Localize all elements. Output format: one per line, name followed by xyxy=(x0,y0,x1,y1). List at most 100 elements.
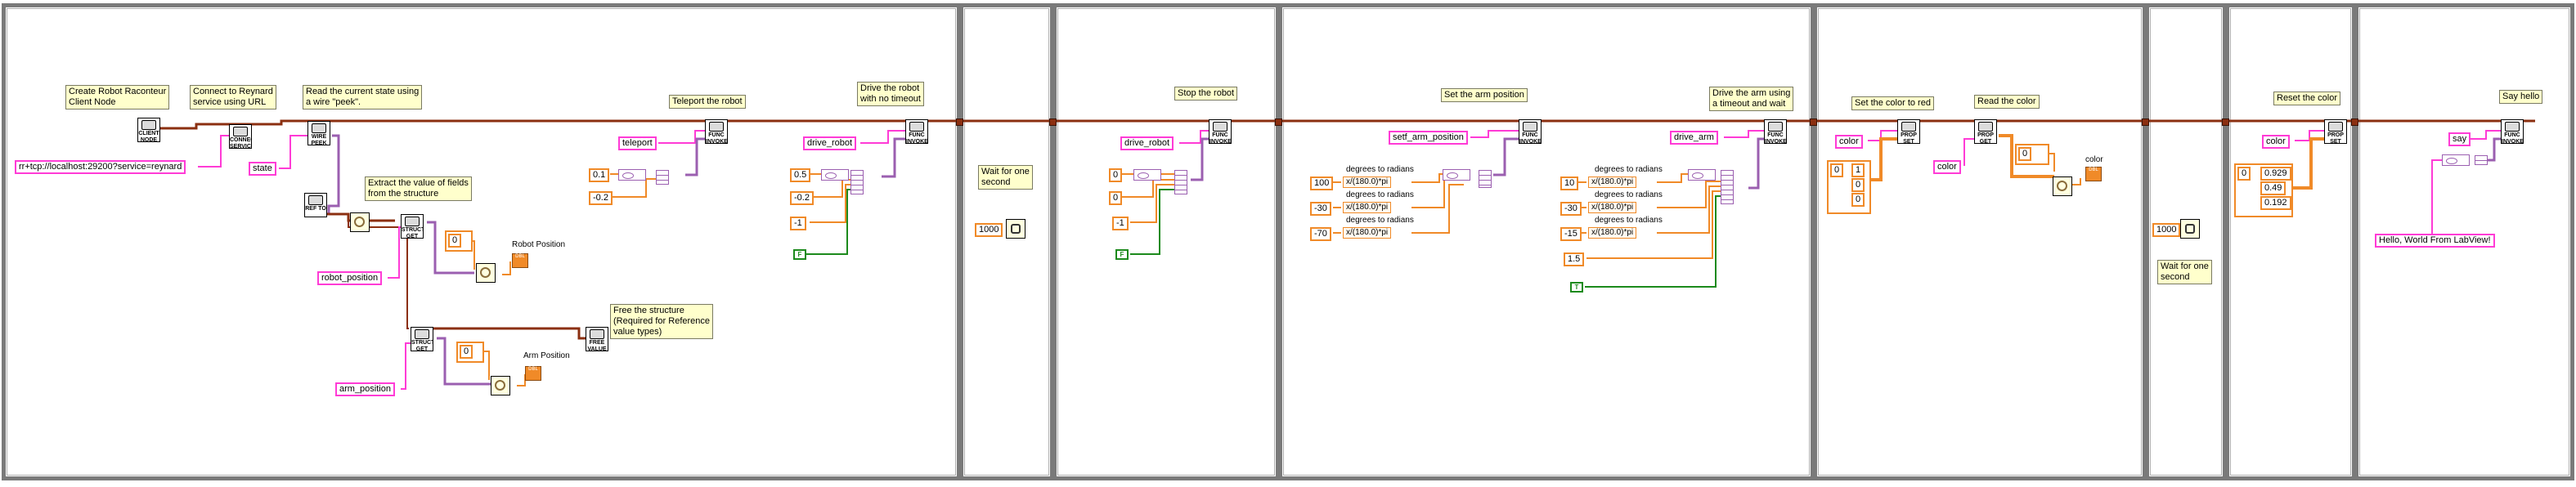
free-icon xyxy=(590,329,604,339)
free-value-vi[interactable]: FREE VALUE xyxy=(586,327,608,351)
stop-v2-wire xyxy=(1122,179,1174,198)
reset-value-2[interactable]: 0.49 xyxy=(2260,181,2287,195)
arm-position-label: Arm Position xyxy=(523,351,570,360)
tunnel xyxy=(1049,118,1057,126)
color-array-index[interactable]: 0 xyxy=(1830,163,1844,177)
func-invoke-stop[interactable]: FUNC INVOKE xyxy=(1209,119,1232,144)
color-set-constant[interactable]: color xyxy=(1835,135,1863,149)
note-say-hello: Say hello xyxy=(2499,90,2543,104)
drive-v3-constant[interactable]: -1 xyxy=(790,217,806,230)
color-array-value-1[interactable]: 1 xyxy=(1851,163,1865,177)
stop-cluster-wire xyxy=(1191,137,1209,181)
func-invoke-say[interactable]: FUNC INVOKE xyxy=(2501,119,2524,144)
wait-ms-timer-2[interactable] xyxy=(2180,219,2200,239)
tunnel xyxy=(956,118,963,126)
func-invoke-drive-arm[interactable]: FUNC INVOKE xyxy=(1764,119,1787,144)
wait-ms-timer-1[interactable] xyxy=(1006,219,1025,239)
reset-value-3[interactable]: 0.192 xyxy=(2260,196,2291,210)
setf-out-3 xyxy=(1411,184,1464,234)
setf-expr-node-2[interactable]: x/(180.0)*pi xyxy=(1343,202,1392,213)
struct-ref-subvi[interactable] xyxy=(350,212,370,232)
func-invoke-drive[interactable]: FUNC INVOKE xyxy=(905,119,928,144)
ref-to-struct-vi[interactable]: REF TO xyxy=(304,193,327,217)
robot-position-constant[interactable]: robot_position xyxy=(317,271,383,285)
note-wait-1: Wait for one second xyxy=(978,165,1033,190)
drive-robot-constant[interactable]: drive_robot xyxy=(803,136,857,150)
drivearm-timeout[interactable]: 1.5 xyxy=(1564,252,1585,266)
say-message-constant[interactable]: Hello, World From LabView! xyxy=(2375,234,2495,248)
drive-string-wire xyxy=(860,130,905,144)
tunnel xyxy=(2142,118,2149,126)
setf-value-2[interactable]: -30 xyxy=(1310,202,1331,216)
wire-peek-icon xyxy=(312,123,326,133)
color-get-constant[interactable]: color xyxy=(1933,160,1961,174)
index-arm-constant[interactable]: 0 xyxy=(460,345,473,359)
url-string-wire xyxy=(198,135,230,168)
setf-arm-position-constant[interactable]: setf_arm_position xyxy=(1389,131,1468,145)
arm-position-constant[interactable]: arm_position xyxy=(335,382,395,396)
stop-drive-robot-constant[interactable]: drive_robot xyxy=(1120,136,1174,150)
note-wait-2: Wait for one second xyxy=(2157,260,2212,284)
prop-set-color[interactable]: PROP SET xyxy=(1897,119,1920,144)
setf-bundle xyxy=(1479,170,1492,188)
reset-value-1[interactable]: 0.929 xyxy=(2260,167,2291,181)
stop-v2-constant[interactable]: 0 xyxy=(1109,191,1123,205)
drivearm-expr-node-3[interactable]: x/(180.0)*pi xyxy=(1588,227,1637,239)
say-constant[interactable]: say xyxy=(2448,132,2471,146)
index-array-arm[interactable] xyxy=(491,376,510,395)
func-invoke-teleport[interactable]: FUNC INVOKE xyxy=(705,119,728,144)
stop-v3-constant[interactable]: -1 xyxy=(1112,217,1129,230)
index-array-robot[interactable] xyxy=(476,263,496,283)
drive-v2-constant[interactable]: -0.2 xyxy=(790,191,814,205)
prop-get-icon xyxy=(1978,122,1993,132)
teleport-x-constant[interactable]: 0.1 xyxy=(589,168,610,182)
prop-get-color[interactable]: PROP GET xyxy=(1974,119,1997,144)
wait-ms-constant-1[interactable]: 1000 xyxy=(975,223,1003,237)
func-invoke-icon xyxy=(909,122,924,132)
color-array-value-3[interactable]: 0 xyxy=(1851,193,1865,207)
drivearm-bool xyxy=(1585,195,1721,288)
color-set-string xyxy=(1868,130,1897,141)
struct-get-vi-2[interactable]: STRUCT GET xyxy=(411,327,433,351)
connect-service-vi[interactable]: CONNECT SERVICE xyxy=(229,124,252,149)
note-set-color: Set the color to red xyxy=(1851,96,1934,110)
drivearm-expr-node-1[interactable]: x/(180.0)*pi xyxy=(1588,176,1637,188)
func-invoke-setf[interactable]: FUNC INVOKE xyxy=(1519,119,1542,144)
drivearm-timeout xyxy=(1586,190,1721,259)
drivearm-expr-node-2[interactable]: x/(180.0)*pi xyxy=(1588,202,1637,213)
drivearm-value-3[interactable]: -15 xyxy=(1560,227,1582,241)
url-constant[interactable]: rr+tcp://localhost:29200?service=reynard xyxy=(15,160,186,174)
setf-value-3[interactable]: -70 xyxy=(1310,227,1331,241)
reset-array-index[interactable]: 0 xyxy=(2237,167,2251,181)
color-index-constant[interactable]: 0 xyxy=(2018,147,2032,161)
stop-bool-constant[interactable]: F xyxy=(1115,249,1129,260)
prop-set-reset[interactable]: PROP SET xyxy=(2324,119,2347,144)
struct-get-vi-1[interactable]: STRUCT GET xyxy=(401,214,424,239)
stop-v1-constant[interactable]: 0 xyxy=(1109,168,1123,182)
teleport-constant[interactable]: teleport xyxy=(618,136,657,150)
index-robot-constant[interactable]: 0 xyxy=(448,234,462,248)
teleport-y-constant[interactable]: -0.2 xyxy=(589,191,613,205)
setf-expr-node-1[interactable]: x/(180.0)*pi xyxy=(1343,176,1392,188)
color-indicator: DBL xyxy=(2085,167,2102,181)
state-constant[interactable]: state xyxy=(249,162,276,176)
drive-arm-constant[interactable]: drive_arm xyxy=(1670,131,1718,145)
color-array-value-2[interactable]: 0 xyxy=(1851,178,1865,192)
drivearm-value-1[interactable]: 10 xyxy=(1560,176,1579,190)
reset-color-constant[interactable]: color xyxy=(2262,135,2290,149)
color-out xyxy=(2069,178,2081,185)
setf-cluster-wire xyxy=(1493,137,1519,176)
drive-v1-constant[interactable]: 0.5 xyxy=(790,168,811,182)
note-set-arm: Set the arm position xyxy=(1441,88,1528,102)
setf-expr-node-3[interactable]: x/(180.0)*pi xyxy=(1343,227,1392,239)
drivearm-bool[interactable]: T xyxy=(1570,282,1583,293)
setf-value-1[interactable]: 100 xyxy=(1310,176,1334,190)
drivearm-value-2[interactable]: -30 xyxy=(1560,202,1582,216)
struct-get-icon xyxy=(405,217,420,226)
index-array-color[interactable] xyxy=(2053,176,2072,196)
wait-ms-constant-2[interactable]: 1000 xyxy=(2152,223,2181,237)
wire-peek-vi[interactable]: WIRE PEEK IN xyxy=(307,121,330,145)
drive-bool-constant[interactable]: F xyxy=(793,249,806,260)
deg-label-4: degrees to radians xyxy=(1595,165,1663,174)
client-node-vi[interactable]: CLIENT NODE xyxy=(137,118,160,142)
